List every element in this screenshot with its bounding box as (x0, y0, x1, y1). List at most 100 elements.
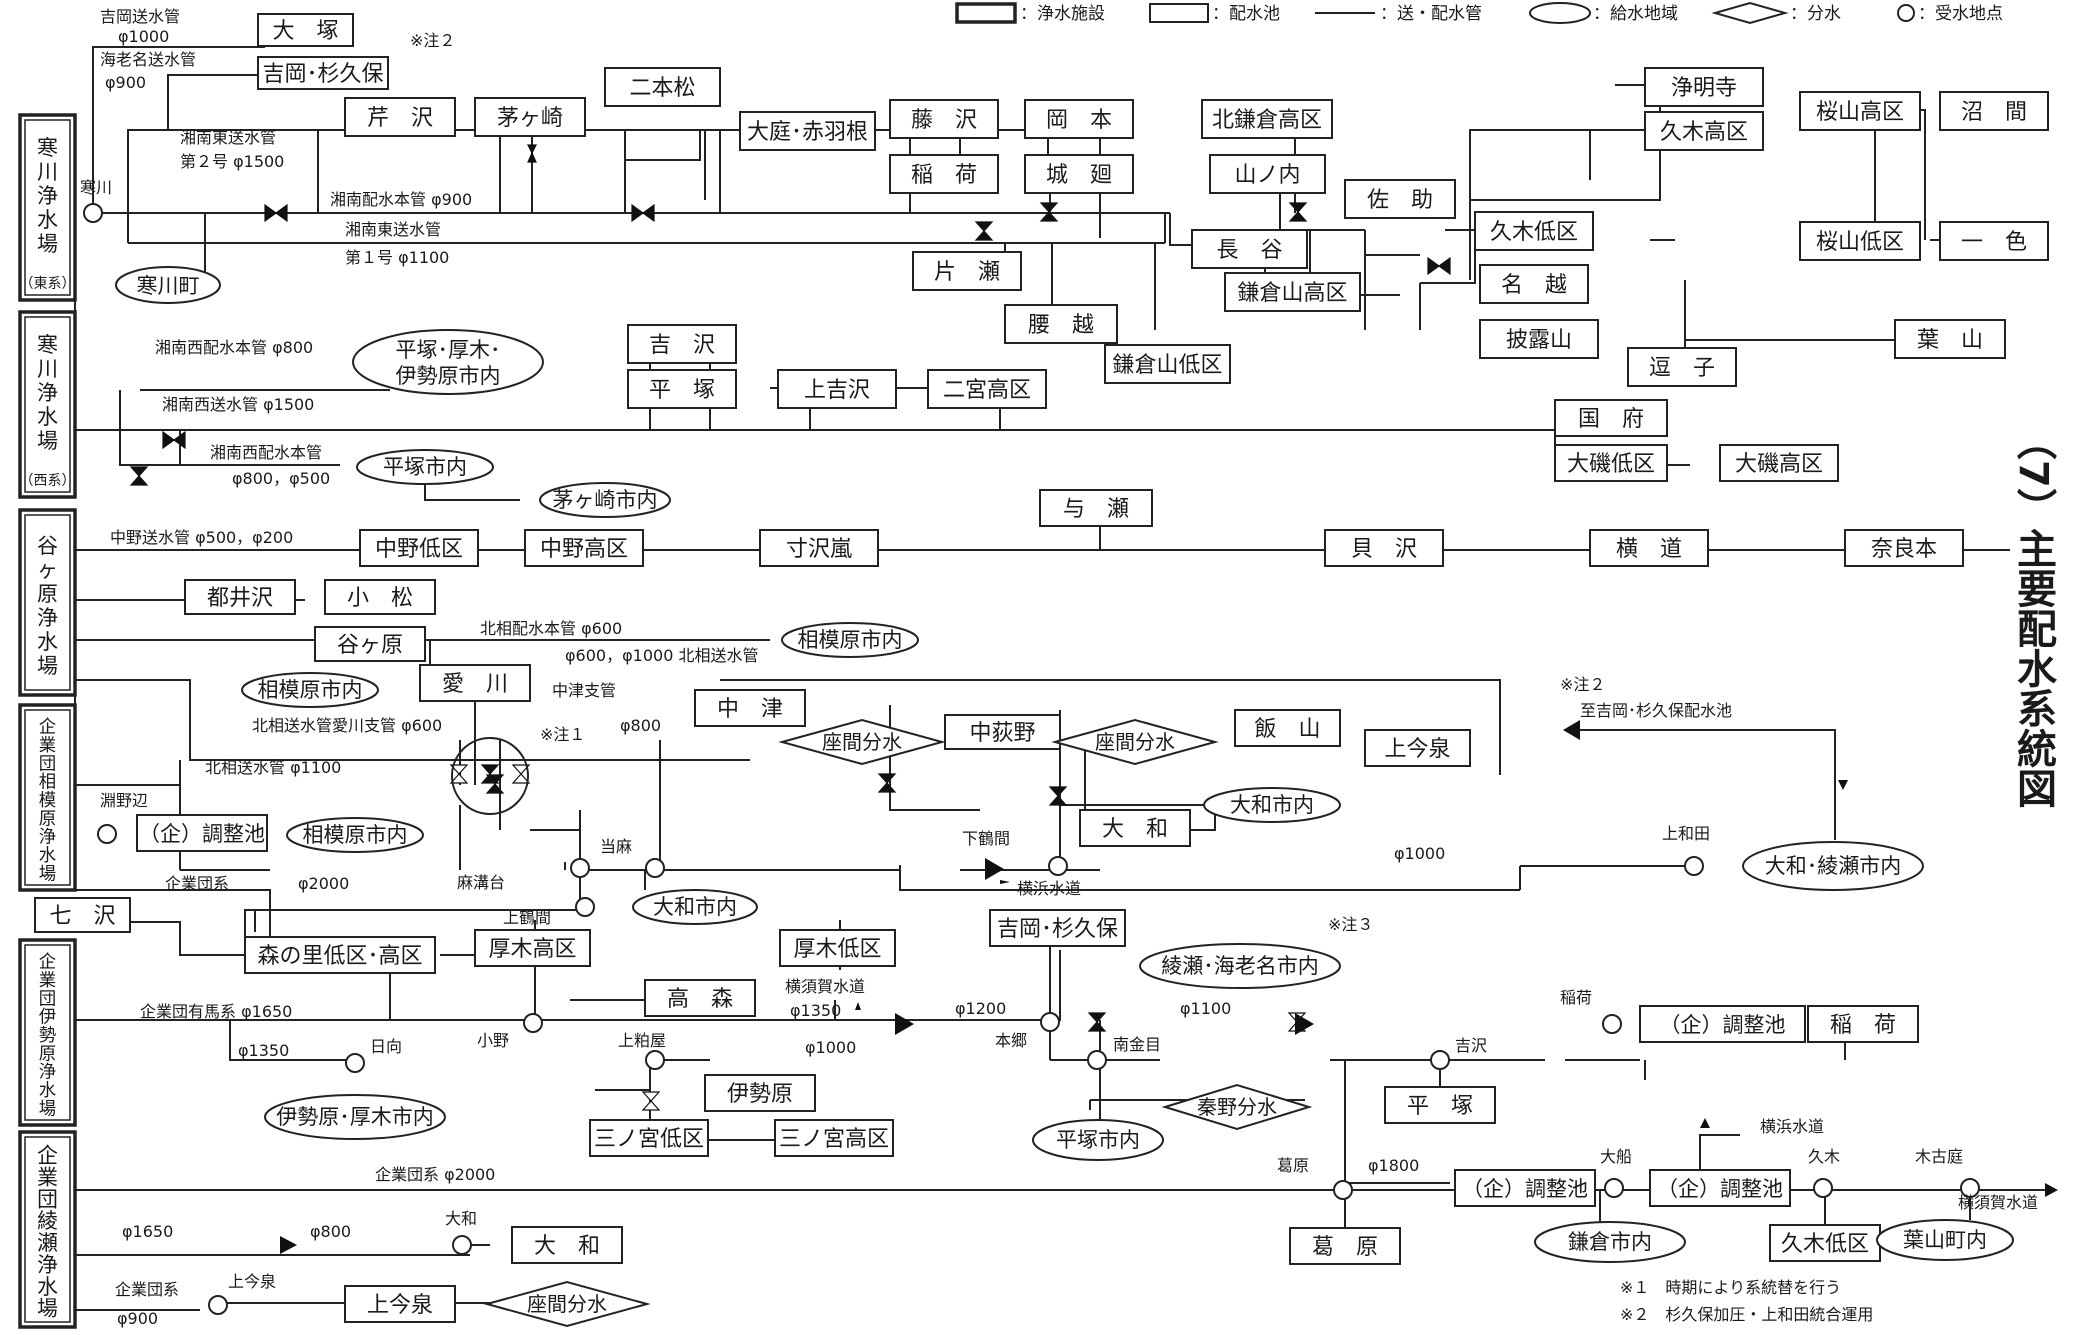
area-isehara-atsugi[interactable]: 伊勢原･厚木市内 (264, 1094, 446, 1140)
pipe-label: 北相送水管 φ1100 (205, 758, 341, 777)
reservoir-nakatsu[interactable]: 中 津 (694, 689, 806, 727)
reservoir-label: 茅ヶ崎 (497, 106, 563, 131)
area-hiratsuka-city-2[interactable]: 平塚市内 (1032, 1119, 1164, 1161)
area-chigasaki-city[interactable]: 茅ヶ崎市内 (539, 482, 671, 518)
reservoir-yoshioka-sugikubo-2[interactable]: 吉岡･杉久保 (989, 909, 1126, 947)
reservoir-tsuisawa[interactable]: 都井沢 (184, 579, 296, 615)
reservoir-iiyama[interactable]: 飯 山 (1234, 709, 1341, 747)
reservoir-otsuka[interactable]: 大 塚 (257, 13, 354, 47)
reservoir-ninomiya-high[interactable]: 二宮高区 (927, 369, 1047, 409)
reservoir-shichisawa[interactable]: 七 沢 (34, 897, 131, 933)
reservoir-label: 伊勢原 (727, 1082, 793, 1107)
pipe-label: 企業団有馬系 φ1650 (140, 1002, 292, 1021)
area-samukawamachi[interactable]: 寒川町 (115, 266, 221, 304)
reservoir-label: 浄明寺 (1671, 76, 1737, 101)
reservoir-naramoto[interactable]: 奈良本 (1844, 529, 1964, 567)
reservoir-kaizawa[interactable]: 貝 沢 (1324, 529, 1444, 567)
reservoir-oiso-low[interactable]: 大磯低区 (1554, 444, 1668, 482)
tank-inari-adj[interactable]: （企）調整池 (1639, 1005, 1806, 1043)
reservoir-shiromeguri[interactable]: 城 廻 (1024, 154, 1134, 194)
branch-zama-2[interactable]: 座間分水 (1051, 718, 1219, 766)
reservoir-kitakamakura-high[interactable]: 北鎌倉高区 (1201, 99, 1333, 139)
area-hiratsuka-atsugi-isehara[interactable]: 平塚･厚木･伊勢原市内 (352, 329, 544, 395)
reservoir-yamanouchi[interactable]: 山ノ内 (1209, 154, 1326, 194)
area-kamakura-city[interactable]: 鎌倉市内 (1534, 1221, 1686, 1263)
pipe-label: 麻溝台 (457, 873, 505, 892)
area-yamato-city-1[interactable]: 大和市内 (1203, 787, 1341, 823)
reservoir-ninomiya-high2[interactable]: 三ノ宮高区 (774, 1119, 894, 1157)
reservoir-nakaogino[interactable]: 中荻野 (944, 714, 1061, 750)
reservoir-ninomiya-low[interactable]: 三ノ宮低区 (589, 1119, 709, 1157)
reservoir-kisawa[interactable]: 吉 沢 (627, 324, 737, 364)
reservoir-sakurayama-low[interactable]: 桜山低区 (1799, 221, 1921, 261)
reservoir-okamoto[interactable]: 岡 本 (1024, 99, 1134, 139)
reservoir-chigasaki[interactable]: 茅ヶ崎 (474, 97, 586, 137)
reservoir-morinosato[interactable]: 森の里低区･高区 (244, 936, 436, 974)
area-ayase-ebina[interactable]: 綾瀬･海老名市内 (1139, 943, 1341, 989)
reservoir-atsugi-low[interactable]: 厚木低区 (779, 929, 896, 967)
tank-sagamihara-adj[interactable]: （企）調整池 (136, 814, 268, 852)
pipe-label: 上和田 (1662, 824, 1710, 843)
reservoir-kuki-high[interactable]: 久木高区 (1644, 111, 1764, 151)
reservoir-sasuke[interactable]: 佐 助 (1344, 179, 1456, 219)
reservoir-kamakurayama-high[interactable]: 鎌倉山高区 (1224, 272, 1361, 312)
tank-ofuna-adj[interactable]: （企）調整池 (1649, 1169, 1791, 1207)
reservoir-kamikisawa[interactable]: 上吉沢 (777, 369, 897, 409)
area-hayama-town[interactable]: 葉山町内 (1876, 1219, 2014, 1261)
reservoir-kuzuhara[interactable]: 葛 原 (1289, 1227, 1401, 1265)
reservoir-joumyouji[interactable]: 浄明寺 (1644, 67, 1764, 107)
reservoir-label: 久木低区 (1490, 220, 1578, 245)
reservoir-inari-e[interactable]: 稲 荷 (889, 154, 999, 194)
reservoir-aikawa[interactable]: 愛 川 (419, 664, 531, 702)
reservoir-takamori[interactable]: 高 森 (644, 979, 756, 1017)
reservoir-hirouyama[interactable]: 披露山 (1479, 319, 1599, 359)
reservoir-yamato-2[interactable]: 大 和 (511, 1226, 623, 1264)
reservoir-hayama[interactable]: 葉 山 (1894, 319, 2006, 359)
reservoir-numama[interactable]: 沼 間 (1939, 91, 2049, 131)
area-sagamihara-city-3[interactable]: 相模原市内 (286, 817, 424, 853)
reservoir-sakurayama-high[interactable]: 桜山高区 (1799, 91, 1921, 131)
reservoir-kamiimaizumi-s[interactable]: 上今泉 (344, 1285, 456, 1323)
reservoir-kuki-low-2[interactable]: 久木低区 (1769, 1224, 1881, 1262)
reservoir-koshigoe[interactable]: 腰 越 (1004, 304, 1118, 344)
reservoir-yokomichi[interactable]: 横 道 (1589, 529, 1709, 567)
reservoir-atsugi-high[interactable]: 厚木高区 (474, 929, 591, 967)
branch-zama-1[interactable]: 座間分水 (778, 718, 946, 766)
reservoir-yagahara-r[interactable]: 谷ヶ原 (314, 626, 426, 662)
reservoir-sunzawa-arashi[interactable]: 寸沢嵐 (759, 529, 879, 567)
reservoir-serizawa[interactable]: 芹 沢 (344, 97, 456, 137)
branch-zama-3[interactable]: 座間分水 (483, 1280, 651, 1328)
reservoir-nakano-high[interactable]: 中野高区 (524, 529, 644, 567)
reservoir-kamakurayama-low[interactable]: 鎌倉山低区 (1104, 344, 1231, 384)
reservoir-yoshioka-sugikubo[interactable]: 吉岡･杉久保 (257, 56, 389, 90)
reservoir-katase[interactable]: 片 瀬 (912, 251, 1022, 291)
reservoir-nihonmatsu[interactable]: 二本松 (604, 67, 721, 107)
branch-hadano[interactable]: 秦野分水 (1161, 1083, 1313, 1131)
reservoir-isehara-r[interactable]: 伊勢原 (704, 1074, 816, 1112)
pipe-label: φ1650 (122, 1222, 173, 1241)
reservoir-komatsu[interactable]: 小 松 (324, 579, 436, 615)
reservoir-hiratsuka-2[interactable]: 平 塚 (1384, 1086, 1496, 1124)
reservoir-hase[interactable]: 長 谷 (1191, 229, 1308, 269)
reservoir-hiratsuka[interactable]: 平 塚 (627, 369, 737, 409)
area-sagamihara-city-2[interactable]: 相模原市内 (241, 672, 379, 708)
pipe-label: 横須賀水道 (1958, 1193, 2038, 1212)
area-yamato-ayase[interactable]: 大和･綾瀬市内 (1742, 841, 1924, 891)
reservoir-kokufu[interactable]: 国 府 (1554, 399, 1668, 437)
reservoir-yose[interactable]: 与 瀬 (1039, 489, 1153, 527)
tank-kuzuhara-adj[interactable]: （企）調整池 (1454, 1169, 1596, 1207)
reservoir-kamiimaizumi-n[interactable]: 上今泉 (1364, 729, 1471, 767)
area-yamato-city-2[interactable]: 大和市内 (632, 889, 758, 925)
reservoir-inari-w[interactable]: 稲 荷 (1807, 1005, 1919, 1043)
reservoir-zushi[interactable]: 逗 子 (1627, 347, 1737, 387)
reservoir-isshiki[interactable]: 一 色 (1939, 221, 2049, 261)
area-hiratsuka-city[interactable]: 平塚市内 (356, 449, 494, 485)
reservoir-yamato-r[interactable]: 大 和 (1079, 809, 1191, 847)
reservoir-kuki-low[interactable]: 久木低区 (1474, 211, 1594, 251)
area-sagamihara-city-1[interactable]: 相模原市内 (781, 622, 919, 658)
reservoir-oiso-high[interactable]: 大磯高区 (1719, 444, 1839, 482)
reservoir-nakano-low[interactable]: 中野低区 (359, 529, 479, 567)
reservoir-nagoe[interactable]: 名 越 (1479, 264, 1589, 304)
reservoir-fujisawa[interactable]: 藤 沢 (889, 99, 999, 139)
reservoir-oba-akabaneme[interactable]: 大庭･赤羽根 (739, 111, 876, 151)
